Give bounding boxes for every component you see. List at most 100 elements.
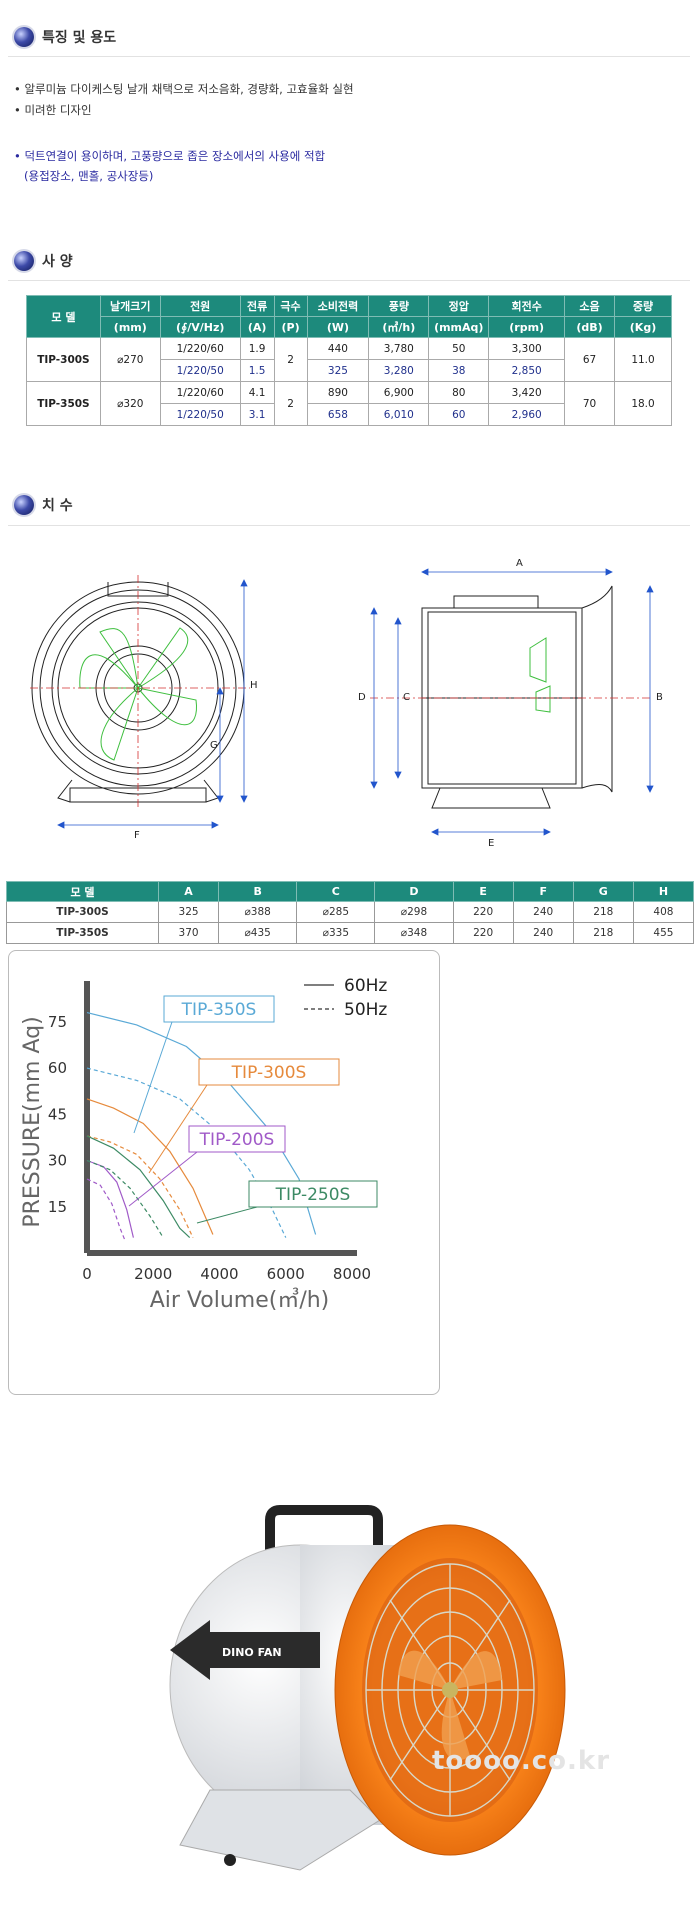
spec-blade: ⌀320: [99, 381, 161, 426]
spec-weight: 11.0: [614, 337, 672, 382]
spec-unit: (mmAq): [428, 316, 490, 338]
callout-leader: [148, 1084, 208, 1174]
callout-box: [188, 1125, 286, 1153]
spec-unit: (W): [306, 316, 370, 338]
table-row: TIP-300S ⌀270 1/220/60 1.9 2 440 3,780 5…: [26, 337, 672, 382]
spec-header-row: 모 델 날개크기 전원 전류 극수 소비전력 풍량 정압 회전수 소음 중량: [26, 295, 672, 338]
legend-label: 60Hz: [344, 976, 387, 996]
spec-unit: (∮/V/Hz): [159, 316, 241, 338]
handle-icon: [265, 1505, 383, 1552]
spec-header: 회전수: [488, 295, 566, 317]
spec-model: TIP-350S: [26, 381, 101, 426]
callout-box: [163, 995, 275, 1023]
brand-label: DINO FAN: [222, 1646, 282, 1659]
table-row: 1/220/50 1.5 325 3,280 38 2,850: [27, 359, 672, 382]
callout-leader: [133, 1021, 173, 1134]
x-tick-label: 6000: [267, 1265, 305, 1283]
fan-blade-icon: [398, 1650, 502, 1761]
dim-header: G: [572, 881, 634, 902]
spec-power: 1/220/60: [159, 337, 241, 360]
spec-flow: 6,010: [368, 403, 430, 426]
spec-unit: (rpm): [488, 316, 566, 338]
dim-title: 치 수: [42, 498, 73, 514]
y-tick-label: 30: [48, 1152, 67, 1170]
callout-box: [248, 1180, 378, 1208]
series-line-60hz: [86, 1098, 214, 1235]
spec-power: 1/220/50: [159, 359, 241, 382]
dim-cell: TIP-300S: [6, 901, 159, 923]
spec-noise: 67: [564, 337, 616, 382]
feature-item: • 덕트연결이 용이하며, 고풍량으로 좁은 장소에서의 사용에 적합: [14, 149, 326, 163]
arrow-label-icon: [170, 1620, 320, 1680]
spec-pressure: 38: [428, 359, 490, 382]
dim-cell: ⌀285: [296, 901, 376, 923]
spec-flow: 3,780: [368, 337, 430, 360]
section-bullet-icon: [14, 27, 34, 47]
section-bullet-icon: [14, 251, 34, 271]
dim-cell: 408: [632, 901, 695, 923]
x-axis-label: Air Volume(㎥/h): [150, 1287, 330, 1313]
dim-label-d: D: [358, 692, 366, 703]
series-line-50hz: [86, 1067, 287, 1238]
front-view-drawing: G H F: [30, 575, 258, 841]
y-tick-label: 15: [48, 1198, 67, 1216]
spec-rpm: 2,850: [488, 359, 566, 382]
dim-cell: ⌀388: [218, 901, 298, 923]
feature-item: • 알루미늄 다이케스팅 날개 채택으로 저소음화, 경량화, 고효율화 실현: [14, 82, 354, 96]
side-view-drawing: A B C D E: [358, 558, 663, 849]
spec-blade: ⌀270: [99, 337, 161, 382]
spec-current: 1.9: [239, 337, 275, 360]
divider: [8, 525, 690, 526]
dim-label-a: A: [516, 558, 523, 569]
series-line-50hz: [86, 1135, 194, 1238]
spec-pressure: 50: [428, 337, 490, 360]
dim-cell: 220: [452, 901, 514, 923]
spec-unit: (P): [273, 316, 308, 338]
spec-current: 4.1: [239, 381, 275, 404]
dim-cell: 240: [512, 901, 574, 923]
y-tick-label: 45: [48, 1105, 67, 1123]
spec-watt: 325: [306, 359, 370, 382]
product-photo: DINO FAN: [169, 1505, 566, 1871]
dim-cell: ⌀335: [296, 922, 376, 944]
spec-header: 날개크기: [99, 295, 161, 317]
spec-header: 전류: [239, 295, 275, 317]
legend-label: 50Hz: [344, 1000, 387, 1020]
spec-unit: (㎥/h): [368, 316, 430, 338]
dim-header: F: [512, 881, 574, 902]
spec-header: 정압: [428, 295, 490, 317]
spec-rpm: 3,420: [488, 381, 566, 404]
watermark: toooo.co.kr: [432, 1746, 611, 1776]
spec-unit: (A): [239, 316, 275, 338]
spec-header: 풍량: [368, 295, 430, 317]
spec-header: 소비전력: [306, 295, 370, 317]
dim-cell: ⌀435: [218, 922, 298, 944]
spec-rpm: 2,960: [488, 403, 566, 426]
x-tick-label: 4000: [200, 1265, 238, 1283]
dim-cell: 455: [632, 922, 695, 944]
dim-header: 모 델: [6, 881, 159, 902]
spec-current: 1.5: [239, 359, 275, 382]
spec-header-unit-row: (mm) (∮/V/Hz) (A) (P) (W) (㎥/h) (mmAq) (…: [27, 316, 672, 338]
table-row: TIP-300S 325 ⌀388 ⌀285 ⌀298 220 240 218 …: [6, 901, 695, 923]
table-row: TIP-350S 370 ⌀435 ⌀335 ⌀348 220 240 218 …: [6, 922, 695, 944]
features-title: 특징 및 용도: [42, 30, 117, 46]
series-line-60hz: [86, 1159, 134, 1238]
y-axis-label: PRESSURE(mm Aq): [20, 1016, 45, 1227]
dimension-table: 모 델 A B C D E F G H TIP-300S 325 ⌀388 ⌀2…: [6, 881, 695, 944]
dim-section-title: 치 수: [14, 492, 73, 518]
spec-section-title: 사 양: [14, 248, 73, 274]
spec-poles: 2: [273, 337, 308, 382]
dim-label-b: B: [656, 692, 663, 703]
dim-cell: TIP-350S: [6, 922, 159, 944]
spec-watt: 440: [306, 337, 370, 360]
dim-cell: 325: [157, 901, 220, 923]
callout-box: [198, 1058, 340, 1086]
callout-leader: [128, 1151, 198, 1207]
dim-label-e: E: [488, 838, 494, 849]
dim-cell: 220: [452, 922, 514, 944]
spec-rpm: 3,300: [488, 337, 566, 360]
series-line-60hz: [86, 1135, 191, 1239]
